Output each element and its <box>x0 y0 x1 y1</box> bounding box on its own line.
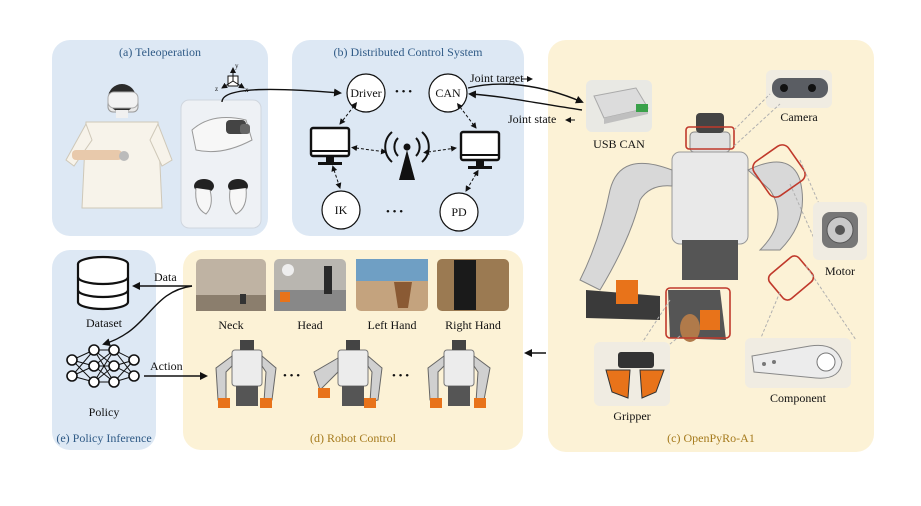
action-label: Action <box>150 359 183 373</box>
camera-view-left-hand <box>356 259 428 311</box>
view-label-neck: Neck <box>218 318 244 332</box>
operator-figure <box>65 84 173 209</box>
axis-label-z: z <box>215 85 219 93</box>
data-to-policy-arrow <box>102 285 193 347</box>
policy-inference-title: (e) Policy Inference <box>56 431 152 445</box>
view-label-left-hand: Left Hand <box>367 318 417 332</box>
driver-label: Driver <box>350 86 382 100</box>
pd-node <box>439 192 479 232</box>
xyz-axis-icon <box>221 67 245 89</box>
robot-control-title: (d) Robot Control <box>310 431 396 445</box>
pd-label: PD <box>451 205 467 219</box>
gripper-device <box>594 342 670 406</box>
view-label-head: Head <box>297 318 323 332</box>
camera-label: Camera <box>780 110 818 124</box>
vr-headset-icon <box>191 117 253 153</box>
openpyro-title: (c) OpenPyRo-A1 <box>667 431 755 445</box>
data-label: Data <box>154 270 177 284</box>
dataset-label: Dataset <box>86 316 122 330</box>
robot-pose-3 <box>427 340 491 408</box>
dataset-database-icon <box>76 255 130 311</box>
component-part <box>745 338 851 388</box>
robot-pose-2 <box>313 340 383 408</box>
monitor-right-icon <box>459 130 501 169</box>
usb-can-label: USB CAN <box>593 137 645 151</box>
can-node <box>428 73 468 113</box>
vr-to-driver-arrow <box>221 88 342 103</box>
camera-view-head <box>274 259 346 311</box>
robot-ellipsis-1: • • • <box>283 370 301 382</box>
joint-state-arrow <box>468 90 583 111</box>
wireless-antenna-icon <box>384 131 430 180</box>
joint-target-label: Joint target <box>470 71 524 85</box>
usb-can-device <box>586 80 652 132</box>
policy-network-icon <box>66 344 140 388</box>
teleoperation-title: (a) Teleoperation <box>119 45 201 59</box>
dcs-bottom-ellipsis: • • • <box>386 206 404 218</box>
ik-node <box>321 190 361 230</box>
camera-view-neck <box>196 259 266 311</box>
policy-label: Policy <box>88 405 120 419</box>
component-label: Component <box>770 391 826 405</box>
joint-state-label: Joint state <box>508 112 557 126</box>
dcs-dashed-links <box>331 102 479 192</box>
monitor-left-icon <box>309 126 351 165</box>
ik-label: IK <box>334 203 348 217</box>
vr-controllers-icon <box>194 179 248 215</box>
view-label-right-hand: Right Hand <box>445 318 501 332</box>
humanoid-robot <box>579 113 803 342</box>
can-label: CAN <box>435 86 461 100</box>
distributed-control-title: (b) Distributed Control System <box>333 45 483 59</box>
gripper-label: Gripper <box>613 409 651 423</box>
motor-device <box>813 202 867 260</box>
camera-view-right-hand <box>437 259 509 311</box>
motor-label: Motor <box>825 264 855 278</box>
axis-label-y: y <box>235 62 239 70</box>
axis-label-x: x <box>245 86 249 94</box>
dcs-top-ellipsis: • • • <box>395 86 413 98</box>
camera-device <box>766 70 832 108</box>
robot-ellipsis-2: • • • <box>392 370 410 382</box>
robot-pose-1 <box>215 340 277 408</box>
joint-target-arrow <box>467 83 584 104</box>
highlight-boxes <box>665 126 815 339</box>
